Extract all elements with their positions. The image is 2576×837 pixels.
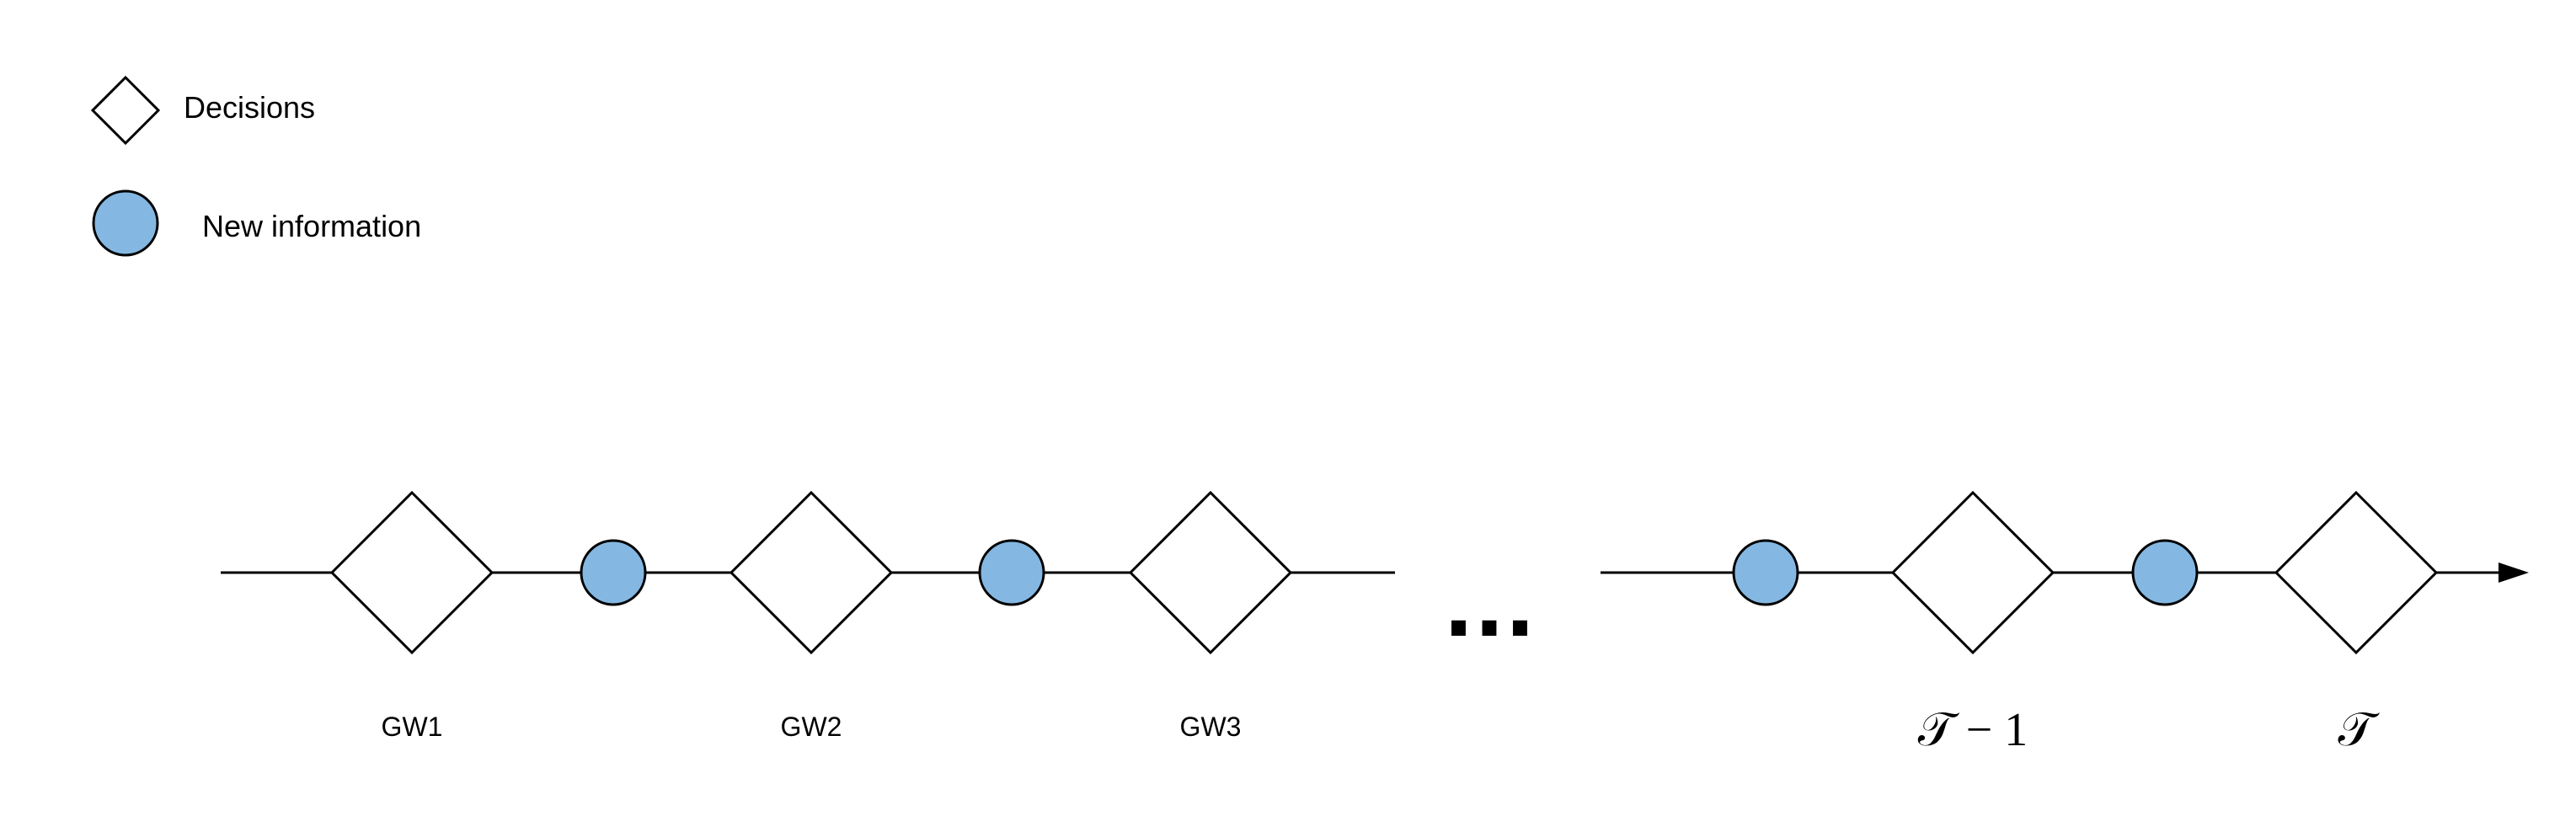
decision-node-gw2 (729, 490, 894, 655)
stage-label-t-minus-1: 𝒯 − 1 (1918, 704, 2028, 756)
info-node (1732, 539, 1799, 606)
stage-label-t: 𝒯 (2338, 704, 2381, 756)
circle-icon (92, 189, 159, 257)
timeline-left: GW1 GW2 GW3 (221, 490, 1395, 742)
ellipsis: ... (1443, 561, 1535, 655)
timeline-right: 𝒯 − 1 𝒯 (1601, 490, 2529, 756)
decision-node-t-minus-1 (1890, 490, 2055, 655)
decision-node-gw1 (329, 490, 494, 655)
stage-label-gw3: GW3 (1180, 712, 1242, 742)
arrow-head-icon (2499, 562, 2529, 583)
legend-decisions-label: Decisions (184, 90, 315, 125)
info-node (2131, 539, 2199, 606)
legend-new-information-label: New information (202, 209, 421, 243)
stage-label-gw1: GW1 (382, 712, 443, 742)
stage-label-gw2: GW2 (781, 712, 842, 742)
decision-node-t (2274, 490, 2439, 655)
info-node (580, 539, 647, 606)
info-node (978, 539, 1045, 606)
diamond-icon (90, 75, 161, 146)
decision-node-gw3 (1128, 490, 1293, 655)
legend: Decisions New information (90, 75, 421, 257)
